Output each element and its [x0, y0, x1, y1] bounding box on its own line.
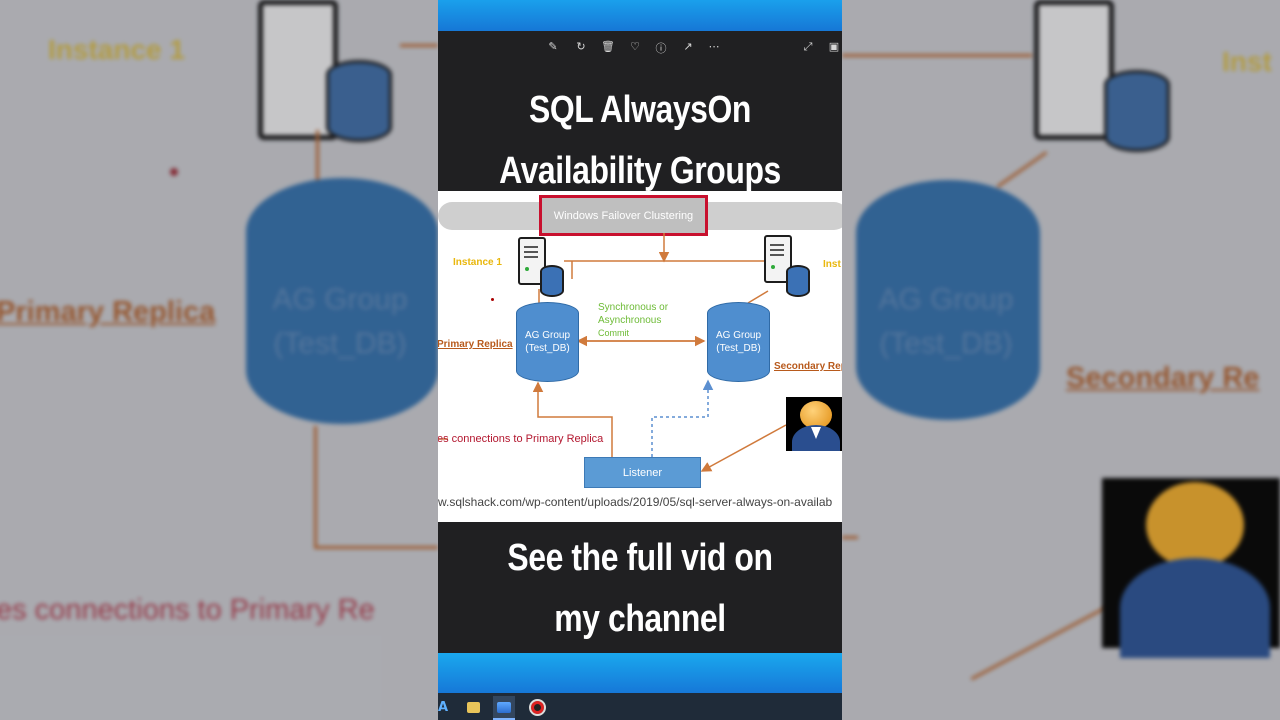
- photos-icon[interactable]: [493, 696, 515, 720]
- caption-cta: See the full vid on my channel: [507, 537, 773, 640]
- cluster-label: Windows Failover Clustering: [539, 195, 708, 236]
- rotate-icon[interactable]: ↻: [576, 40, 586, 53]
- bg-secondary-label: Secondary Re: [1066, 362, 1260, 394]
- instance-2-label: Inst: [823, 259, 841, 270]
- desktop-top-strip: [438, 0, 842, 31]
- file-explorer-icon[interactable]: [462, 696, 484, 718]
- caption-title: SQL AlwaysOn Availability Groups: [499, 89, 781, 192]
- bg-database-icon-right: [1104, 70, 1170, 152]
- fullscreen-icon[interactable]: ▣: [828, 40, 840, 53]
- bg-ag-label-right: AG Group (Test_DB): [878, 283, 1014, 360]
- routes-connections-label: es connections to Primary Replica: [438, 433, 604, 445]
- bg-user-icon: [1102, 478, 1280, 658]
- background-left: Instance 1 AG Group (Test_DB) Primary Re…: [0, 0, 438, 720]
- user-icon: [786, 397, 842, 451]
- delete-icon[interactable]: 🗑: [601, 40, 615, 53]
- bg-ag-cylinder: [246, 178, 438, 424]
- record-icon[interactable]: [526, 696, 548, 718]
- expand-icon[interactable]: ⤢: [803, 40, 813, 53]
- photo-viewer-toolbar: ✎ ↻ 🗑 ♡ ⓘ ↗ ⋯ ⤢ ▣: [438, 31, 842, 63]
- instance-1-label: Instance 1: [453, 257, 502, 268]
- diagram-connectors: [438, 233, 787, 472]
- more-icon[interactable]: ⋯: [708, 40, 720, 53]
- ag-diagram: Windows Failover Clustering: [438, 191, 842, 522]
- bg-database-icon: [326, 60, 392, 142]
- listener-box: Listener: [584, 457, 701, 488]
- share-icon[interactable]: ↗: [683, 40, 693, 53]
- bg-ag-label: AG Group (Test_DB): [272, 283, 408, 360]
- bg-primary-label: Primary Replica: [0, 296, 216, 328]
- commit-mode-label: Synchronous or Asynchronous Commit: [598, 302, 669, 338]
- store-icon[interactable]: A: [437, 699, 449, 715]
- video-frame: ✎ ↻ 🗑 ♡ ⓘ ↗ ⋯ ⤢ ▣ SQL AlwaysOn Availabil…: [438, 0, 842, 720]
- ag-group-primary: AG Group (Test_DB): [516, 302, 579, 382]
- bg-instance-label: Instance 1: [48, 34, 185, 65]
- edit-icon[interactable]: ✎: [548, 40, 558, 53]
- bg-instance-label-right: Inst: [1222, 46, 1272, 77]
- bg-ag-cylinder-right: [856, 180, 1040, 420]
- bg-routes-label: es connections to Primary Re: [0, 594, 375, 626]
- info-icon[interactable]: ⓘ: [655, 42, 667, 55]
- taskbar: A: [438, 693, 842, 720]
- database-icon-secondary: [786, 265, 810, 297]
- primary-replica-label: Primary Replica: [438, 339, 513, 350]
- source-url: w.sqlshack.com/wp-content/uploads/2019/0…: [438, 495, 833, 509]
- ag-group-secondary: AG Group (Test_DB): [707, 302, 770, 382]
- desktop-bottom-strip: [438, 653, 842, 693]
- bg-server-icon-right: [1034, 0, 1114, 140]
- favorite-icon[interactable]: ♡: [630, 40, 640, 53]
- secondary-replica-label: Secondary Rep: [774, 361, 842, 372]
- database-icon-primary: [540, 265, 564, 297]
